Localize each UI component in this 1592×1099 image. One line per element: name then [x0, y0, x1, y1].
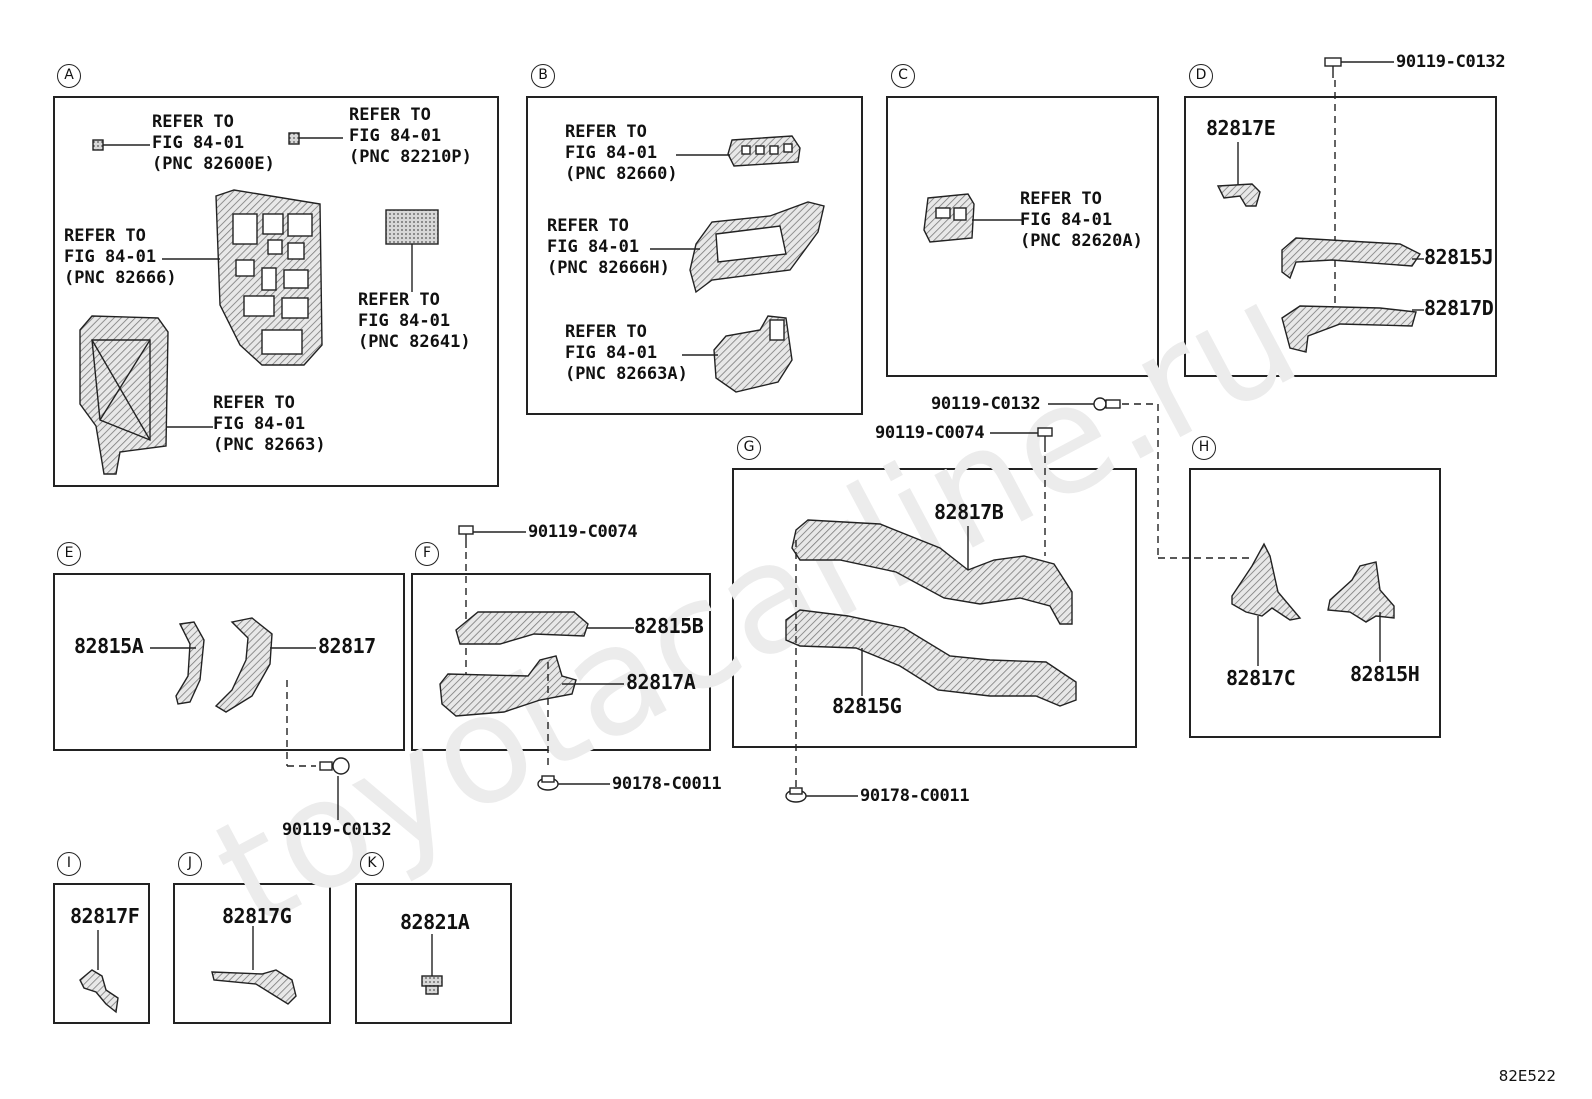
part-90119-c0074-f: 90119-C0074 — [528, 522, 638, 542]
bracket-82817b-icon — [791, 519, 1073, 625]
clamp-82817f-icon — [79, 969, 119, 1014]
part-82817: 82817 — [318, 634, 376, 658]
clip-82821a-icon — [421, 975, 443, 995]
part-82817b: 82817B — [934, 500, 1004, 524]
bolt-90119-c0132-d-icon — [1324, 57, 1342, 78]
panel-j — [173, 883, 331, 1024]
bracket-82817a-icon — [439, 655, 577, 717]
bracket-82663-icon — [79, 315, 169, 475]
part-82815g: 82815G — [832, 694, 902, 718]
part-82817g: 82817G — [222, 904, 292, 928]
panel-letter-h: H — [1192, 436, 1216, 460]
panel-letter-i: I — [57, 852, 81, 876]
panel-letter-b: B — [531, 64, 555, 88]
clamp-82817g-icon — [211, 969, 297, 1005]
panel-letter-e: E — [57, 542, 81, 566]
bolt-90119-c0132-g-icon — [1093, 397, 1121, 411]
bracket-82663a-icon — [713, 315, 793, 393]
panel-k — [355, 883, 512, 1024]
part-82817c: 82817C — [1226, 666, 1296, 690]
bracket-82666h-icon — [689, 201, 825, 294]
connector-82660-icon — [727, 135, 801, 167]
panel-letter-f: F — [415, 542, 439, 566]
panel-letter-a: A — [57, 64, 81, 88]
relay-block-82666-icon — [215, 189, 323, 366]
bracket-82815g-icon — [785, 609, 1077, 707]
part-90119-c0132-d: 90119-C0132 — [1396, 52, 1506, 72]
part-90178-c0011-f: 90178-C0011 — [612, 774, 722, 794]
panel-h — [1189, 468, 1441, 738]
part-82821a: 82821A — [400, 910, 470, 934]
connector-82600e-icon — [92, 139, 104, 151]
bolt-90119-c0074-g-icon — [1037, 427, 1053, 452]
panel-i — [53, 883, 150, 1024]
bolt-90119-c0132-e-icon — [319, 757, 350, 775]
diagram-code: 82E522 — [1498, 1067, 1556, 1085]
part-82817a: 82817A — [626, 670, 696, 694]
panel-d — [1184, 96, 1497, 377]
panel-letter-j: J — [178, 852, 202, 876]
part-90119-c0132-e: 90119-C0132 — [282, 820, 392, 840]
part-90178-c0011-g: 90178-C0011 — [860, 786, 970, 806]
clamp-82817c-icon — [1231, 542, 1302, 621]
part-82817e: 82817E — [1206, 116, 1276, 140]
part-82815h: 82815H — [1350, 662, 1420, 686]
bracket-82815h-icon — [1327, 561, 1395, 623]
clamp-82817-icon — [214, 617, 273, 713]
connector-82210p-icon — [288, 132, 300, 145]
clamp-82817e-icon — [1216, 183, 1261, 207]
panel-e — [53, 573, 405, 751]
panel-letter-k: K — [360, 852, 384, 876]
part-82815j: 82815J — [1424, 245, 1494, 269]
part-90119-c0074-g: 90119-C0074 — [875, 423, 985, 443]
ecu-82620a-icon — [923, 193, 975, 243]
bracket-82815b-icon — [455, 611, 589, 645]
panel-letter-c: C — [891, 64, 915, 88]
bracket-82815a-icon — [175, 621, 205, 705]
part-82815a: 82815A — [74, 634, 144, 658]
panel-letter-g: G — [737, 436, 761, 460]
part-82817f: 82817F — [70, 904, 140, 928]
bolt-90119-c0074-f-icon — [458, 525, 474, 548]
part-82817d: 82817D — [1424, 296, 1494, 320]
relay-82641-icon — [385, 209, 439, 245]
clamp-82817d-icon — [1281, 305, 1417, 353]
panel-f — [411, 573, 711, 751]
bracket-82815j-icon — [1281, 237, 1422, 280]
part-90119-c0132-g: 90119-C0132 — [931, 394, 1041, 414]
nut-90178-c0011-g-icon — [785, 787, 807, 803]
panel-letter-d: D — [1189, 64, 1213, 88]
part-82815b: 82815B — [634, 614, 704, 638]
